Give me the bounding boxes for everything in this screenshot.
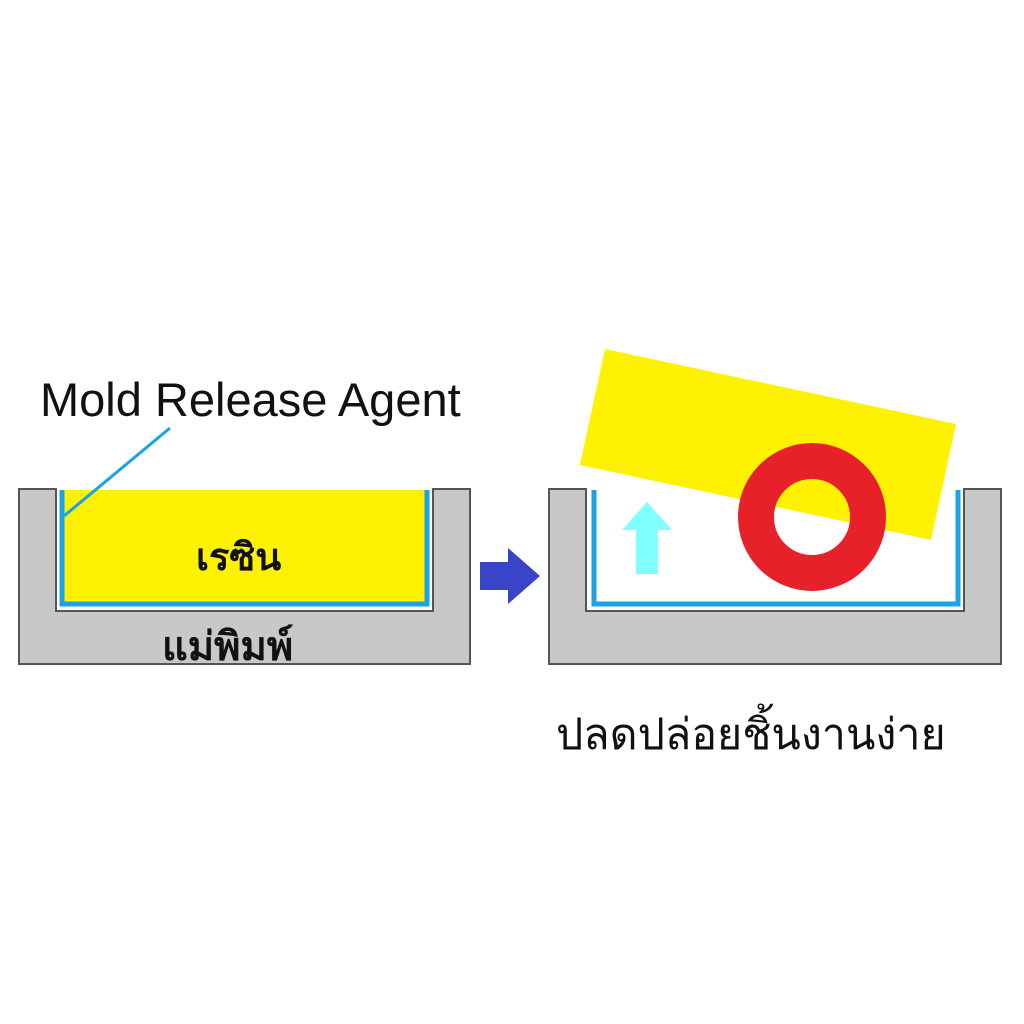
right-release-agent-layer: [591, 490, 961, 607]
right-arrow-icon: [480, 548, 540, 604]
resin-label: เรซิน: [196, 535, 282, 579]
right-mold-assembly: [548, 349, 1002, 665]
left-release-agent-layer: [59, 490, 430, 607]
release-agent-leader-line: [63, 426, 171, 518]
right-mold: [548, 488, 1002, 665]
left-mold-assembly: [18, 426, 471, 665]
result-caption: ปลดปล่อยชิ้นงานง่าย: [556, 710, 946, 760]
released-ring-part: [738, 443, 886, 591]
left-resin-block: [64, 490, 425, 602]
mold-label: แม่พิมพ์: [162, 624, 294, 670]
release-agent-label: Mold Release Agent: [40, 373, 461, 426]
left-mold: [18, 488, 471, 665]
up-arrow-icon: [622, 502, 672, 574]
